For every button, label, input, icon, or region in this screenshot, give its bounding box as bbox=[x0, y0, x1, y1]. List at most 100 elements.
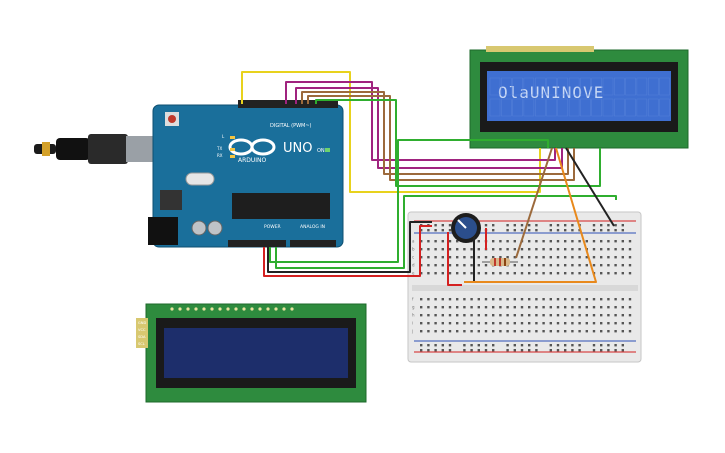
breadboard-hole bbox=[441, 330, 444, 333]
breadboard-hole bbox=[506, 298, 509, 301]
breadboard-hole bbox=[506, 256, 509, 259]
breadboard-hole bbox=[477, 298, 480, 301]
breadboard-hole bbox=[621, 314, 624, 317]
tx-led-label: TX bbox=[216, 146, 222, 151]
breadboard-hole bbox=[578, 344, 581, 347]
breadboard-hole bbox=[592, 314, 596, 317]
breadboard-hole bbox=[427, 248, 430, 251]
breadboard-hole bbox=[499, 314, 502, 317]
breadboard-hole bbox=[506, 224, 509, 227]
breadboard-hole bbox=[434, 248, 437, 251]
breadboard-hole bbox=[427, 314, 430, 317]
breadboard-hole bbox=[484, 272, 488, 275]
breadboard-hole bbox=[592, 349, 596, 352]
breadboard-hole bbox=[578, 330, 581, 333]
breadboard-hole bbox=[535, 248, 538, 251]
breadboard-hole bbox=[614, 224, 617, 227]
breadboard-hole bbox=[535, 272, 538, 275]
breadboard-hole bbox=[621, 306, 624, 309]
power-label: POWER bbox=[264, 224, 281, 230]
breadboard-hole bbox=[564, 298, 567, 301]
breadboard-row-label: f bbox=[412, 297, 414, 302]
i2c-pin-gnd: GND bbox=[138, 321, 146, 325]
breadboard-hole bbox=[448, 330, 452, 333]
breadboard-hole bbox=[542, 322, 545, 325]
breadboard-hole bbox=[628, 248, 632, 251]
breadboard-hole bbox=[571, 248, 574, 251]
breadboard-hole bbox=[592, 264, 596, 267]
breadboard-hole bbox=[477, 349, 480, 352]
arduino-uno-board: ARDUINO UNO DIGITAL (PWM~) ON L TX RX PO… bbox=[148, 100, 344, 248]
breadboard-hole bbox=[463, 264, 466, 267]
breadboard-hole bbox=[564, 224, 567, 227]
breadboard-hole bbox=[441, 229, 444, 232]
breadboard-hole bbox=[434, 240, 437, 243]
breadboard-hole bbox=[434, 344, 437, 347]
analog-header bbox=[290, 240, 336, 247]
wire-purple-1 bbox=[285, 81, 556, 161]
breadboard-hole bbox=[542, 306, 545, 309]
breadboard-hole bbox=[499, 272, 502, 275]
breadboard-hole bbox=[434, 256, 437, 259]
lcd-cell bbox=[512, 98, 523, 117]
lcd-cell bbox=[602, 98, 614, 117]
breadboard-hole bbox=[499, 306, 502, 309]
breadboard-hole bbox=[528, 344, 531, 347]
digital-label: DIGITAL (PWM~) bbox=[270, 123, 312, 129]
breadboard-hole bbox=[448, 322, 452, 325]
breadboard-row-label: j bbox=[411, 329, 413, 334]
potentiometer[interactable] bbox=[451, 213, 481, 243]
breadboard-hole bbox=[571, 298, 574, 301]
breadboard-hole bbox=[535, 344, 538, 347]
breadboard-hole bbox=[592, 248, 596, 251]
l-led-label: L bbox=[222, 134, 225, 139]
breadboard-hole bbox=[600, 349, 603, 352]
lcd-cell bbox=[546, 77, 557, 96]
breadboard-hole bbox=[564, 344, 567, 347]
lcd-cell bbox=[568, 98, 580, 117]
breadboard-hole bbox=[441, 306, 444, 309]
breadboard-hole bbox=[520, 344, 524, 347]
breadboard-hole bbox=[528, 264, 531, 267]
breadboard-hole bbox=[484, 224, 488, 227]
breadboard-hole bbox=[420, 256, 423, 259]
breadboard-hole bbox=[484, 314, 488, 317]
breadboard-hole bbox=[556, 224, 560, 227]
breadboard-hole bbox=[528, 314, 531, 317]
breadboard-hole bbox=[607, 272, 610, 275]
breadboard-hole bbox=[434, 224, 437, 227]
breadboard-hole bbox=[600, 344, 603, 347]
breadboard-hole bbox=[427, 240, 430, 243]
breadboard-hole bbox=[542, 240, 545, 243]
breadboard-hole bbox=[614, 349, 617, 352]
breadboard-hole bbox=[520, 248, 524, 251]
breadboard-hole bbox=[607, 264, 610, 267]
breadboard-hole bbox=[592, 224, 596, 227]
breadboard-hole bbox=[434, 322, 437, 325]
breadboard-hole bbox=[499, 240, 502, 243]
breadboard-hole bbox=[571, 229, 574, 232]
breadboard-hole bbox=[592, 229, 596, 232]
lcd-i2c-pin bbox=[202, 307, 206, 311]
breadboard-hole bbox=[600, 248, 603, 251]
breadboard-hole bbox=[585, 256, 588, 259]
breadboard-hole bbox=[528, 298, 531, 301]
lcd-cell bbox=[580, 98, 591, 117]
breadboard-hole bbox=[420, 240, 423, 243]
breadboard-hole bbox=[477, 264, 480, 267]
breadboard-hole bbox=[592, 240, 596, 243]
lcd-i2c-pin bbox=[194, 307, 198, 311]
breadboard-hole bbox=[556, 306, 560, 309]
breadboard-hole bbox=[506, 344, 509, 347]
breadboard-hole bbox=[456, 322, 459, 325]
lcd-text: OlaUNINOVE bbox=[498, 83, 604, 102]
breadboard-hole bbox=[484, 349, 488, 352]
breadboard-hole bbox=[448, 298, 452, 301]
breadboard-hole bbox=[506, 248, 509, 251]
lcd-i2c-pin bbox=[178, 307, 182, 311]
breadboard-hole bbox=[578, 256, 581, 259]
breadboard-hole bbox=[556, 256, 560, 259]
breadboard-hole bbox=[470, 349, 473, 352]
breadboard-hole bbox=[477, 322, 480, 325]
